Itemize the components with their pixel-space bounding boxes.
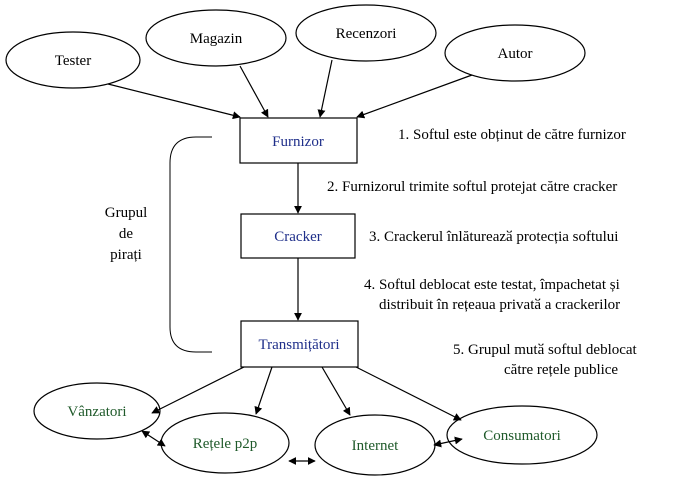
- cracker-label: Cracker: [274, 229, 321, 245]
- tester-label: Tester: [55, 53, 91, 69]
- vanzatori-label: Vânzatori: [67, 404, 126, 420]
- step-5-text-line2: către rețele publice: [504, 362, 618, 378]
- consumatori-node: [446, 405, 598, 465]
- step-5-text-line1: 5. Grupul mutӑ softul deblocat: [453, 342, 638, 358]
- group-label-line3: pirați: [110, 247, 142, 263]
- group-label-line1: Grupul: [105, 205, 148, 221]
- autor-node: [444, 24, 586, 82]
- group-label-line2: de: [119, 226, 134, 242]
- transmitatori-label: Transmițători: [258, 337, 339, 353]
- autor-label: Autor: [498, 46, 533, 62]
- furnizor-label: Furnizor: [272, 134, 324, 150]
- arrow-transmitatori-internet: [321, 366, 351, 416]
- step-4-text-line2: distribuit în rețeaua privatӑ a crackeri…: [379, 297, 620, 313]
- magazin-label: Magazin: [190, 31, 243, 47]
- magazin-node: [145, 9, 287, 67]
- arrow-internet-consumatori: [433, 436, 463, 448]
- arrow-tester-furnizor: [107, 83, 241, 120]
- arrow-transmitatori-retele: [254, 366, 273, 415]
- tester-node: [5, 31, 141, 89]
- arrow-autor-furnizor: [356, 74, 473, 119]
- furnizor-box: [239, 117, 358, 164]
- step-1-text: 1. Softul este obținut de către furnizor: [398, 127, 626, 143]
- retele-p2p-label: Rețele p2p: [193, 436, 258, 452]
- recenzori-label: Recenzori: [336, 26, 397, 42]
- arrow-vanzatori-retele: [141, 430, 166, 447]
- internet-label: Internet: [352, 438, 399, 454]
- step-2-text: 2. Furnizorul trimite softul protejat că…: [327, 179, 617, 195]
- arrow-transmitatori-vanzatori: [151, 366, 245, 414]
- step-3-text: 3. Crackerul înlătureazӑ protecția softu…: [369, 229, 618, 245]
- step-4-text-line1: 4. Softul deblocat este testat, împachet…: [364, 277, 620, 293]
- arrow-recenzori-furnizor: [317, 59, 333, 118]
- recenzori-node: [295, 4, 437, 62]
- transmitatori-box: [240, 320, 359, 368]
- arrow-transmitatori-consumatori: [355, 366, 462, 421]
- arrow-magazin-furnizor: [239, 65, 269, 118]
- group-bracket: [169, 136, 212, 353]
- consumatori-label: Consumatori: [483, 428, 561, 444]
